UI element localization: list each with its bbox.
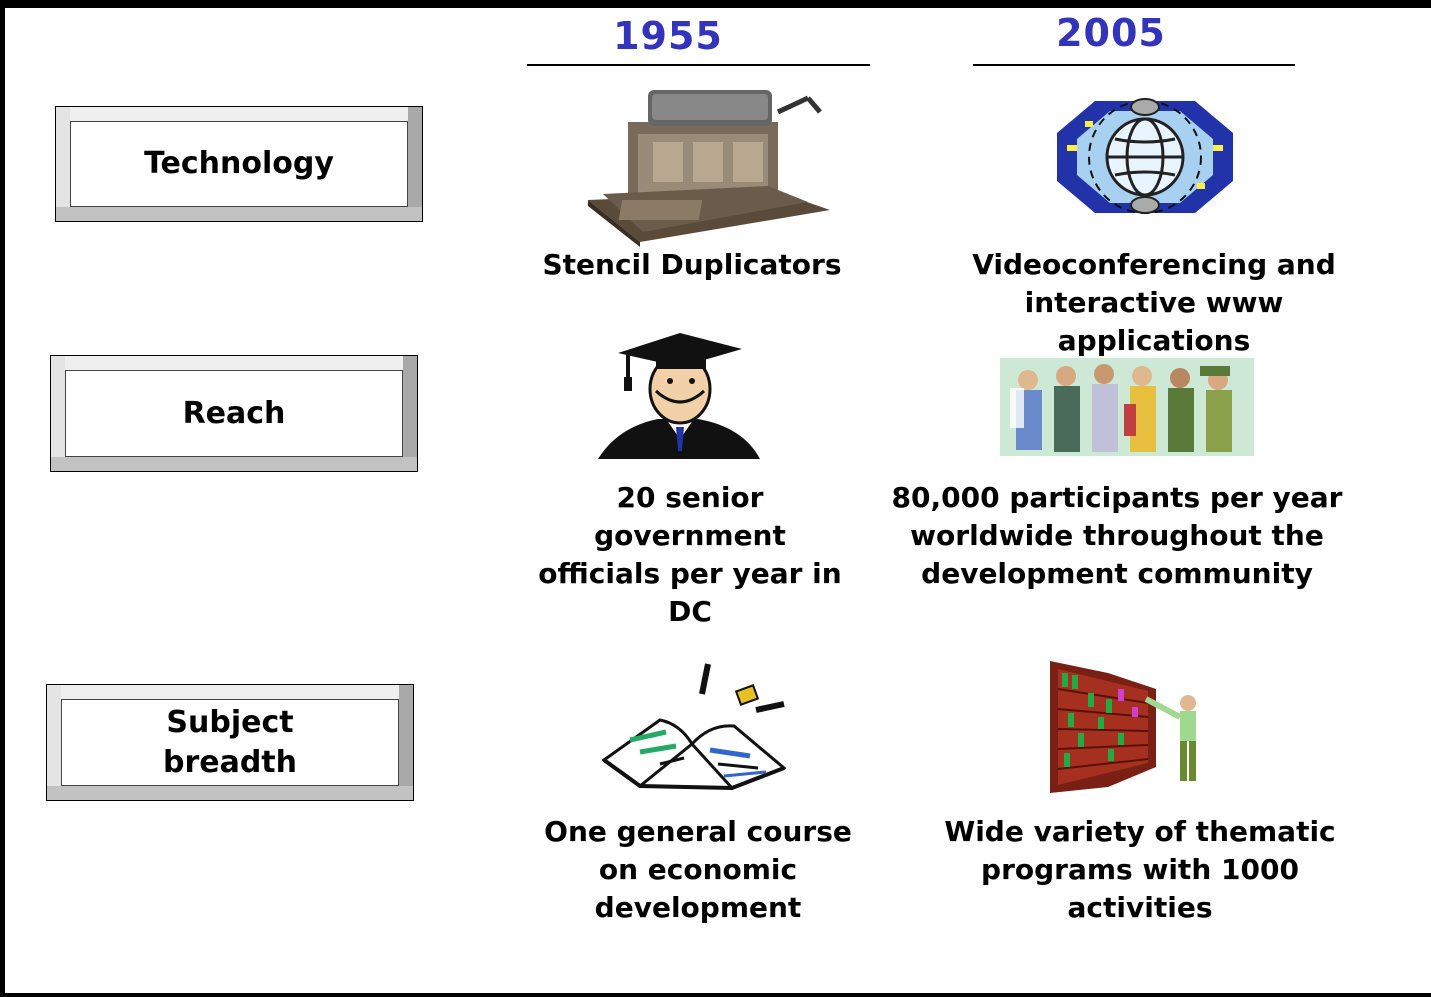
- technology-label: Technology: [70, 121, 408, 207]
- globe-satellite-icon: [1057, 98, 1233, 214]
- technology-1955-caption: Stencil Duplicators: [542, 248, 842, 281]
- subject-breadth-label-box: Subject breadth: [46, 684, 414, 801]
- reach-1955-caption: 20 senior government officials per year …: [538, 481, 842, 628]
- bookshelf-person-icon: [1050, 661, 1196, 793]
- technology-label-box: Technology: [55, 106, 423, 222]
- open-book-icon: [601, 663, 786, 790]
- crowd-icon: [1000, 358, 1254, 456]
- subject-breadth-line1: Subject: [166, 704, 294, 740]
- technology-2005-caption: Videoconferencing and interactive www ap…: [972, 248, 1336, 357]
- subject-2005-caption: Wide variety of thematic programs with 1…: [944, 815, 1336, 924]
- reach-2005-caption: 80,000 participants per year worldwide t…: [891, 481, 1343, 590]
- year-1955-heading: 1955: [613, 14, 723, 58]
- year-2005-underline: [973, 64, 1295, 66]
- stencil-duplicator-icon: [588, 90, 830, 247]
- year-2005-heading: 2005: [1056, 11, 1166, 55]
- reach-label-box: Reach: [50, 355, 418, 472]
- subject-breadth-line2: breadth: [162, 744, 298, 780]
- subject-1955-caption: One general course on economic developme…: [544, 815, 852, 924]
- reach-label: Reach: [65, 370, 403, 457]
- year-1955-underline: [527, 64, 870, 66]
- subject-breadth-label: Subject breadth: [61, 699, 399, 786]
- graduate-icon: [598, 333, 760, 459]
